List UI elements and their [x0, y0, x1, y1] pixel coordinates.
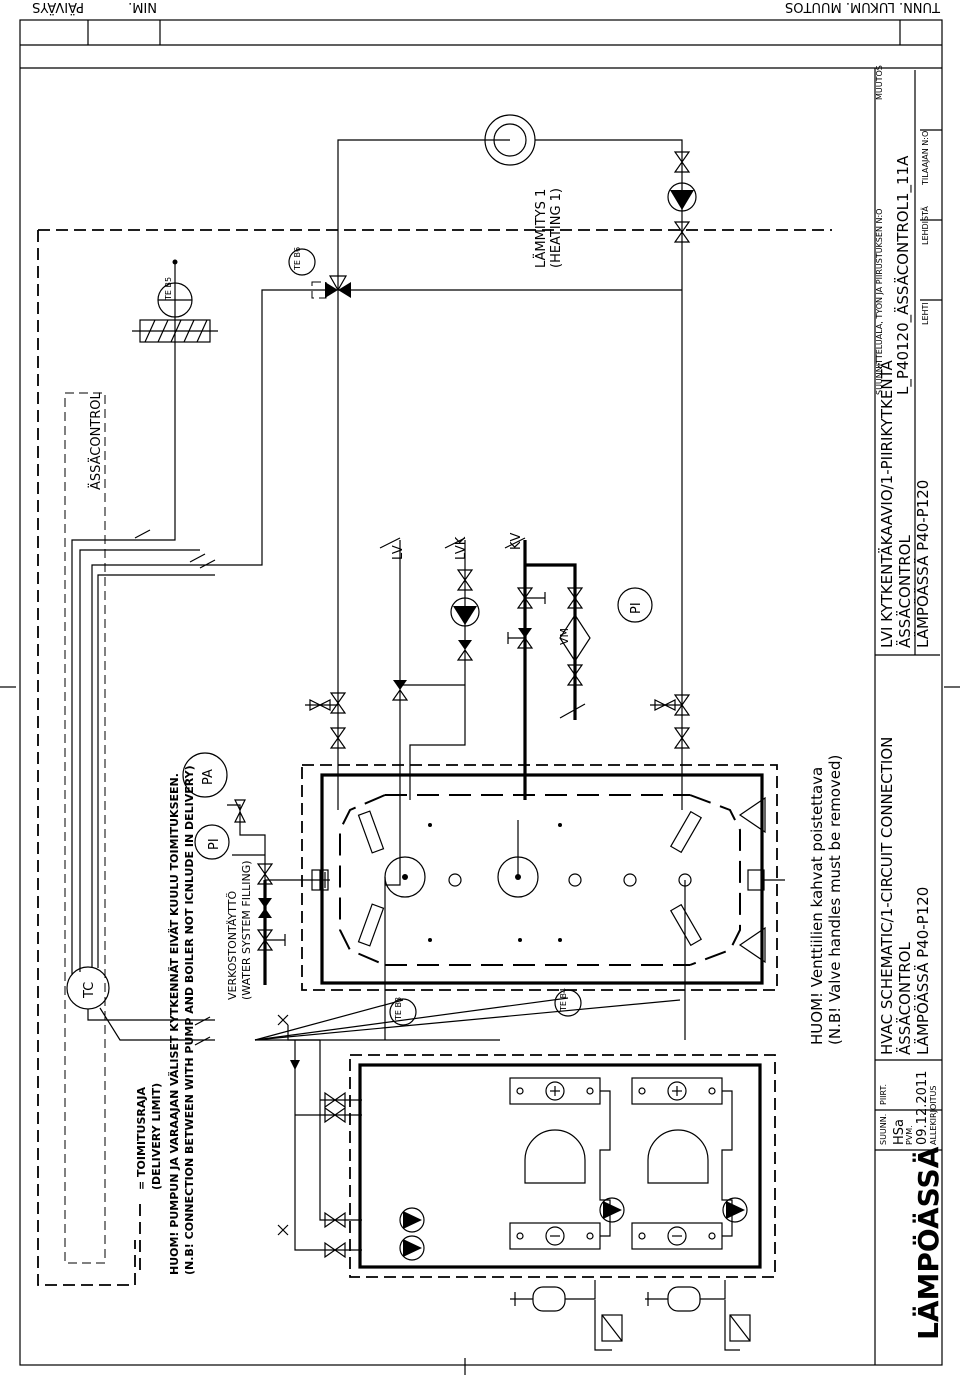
pi-top-label: PI — [207, 838, 222, 850]
header-tunn: TUNN. — [899, 0, 941, 14]
filling-line — [227, 799, 330, 985]
heat-emitter-circle — [484, 114, 536, 166]
tc-label: TC — [82, 982, 97, 999]
allekirjoitus-label: ALLEKIRJOITUS — [929, 1086, 938, 1145]
company-name: LÄMPÖÄSSÄ — [911, 1146, 945, 1340]
legend: = TOIMITUSRAJA (DELIVERY LIMIT) — [135, 1083, 163, 1270]
lehti-label: LEHTI — [921, 302, 930, 325]
lvk-label: LVK — [454, 536, 469, 560]
huom-valve-note-en: (N.B! Valve handles must be removed) — [826, 755, 844, 1045]
storage-tank — [301, 764, 785, 1040]
header-lukum-muutos: LUKUM. MUUTOS — [785, 0, 895, 14]
three-way-valve — [311, 275, 351, 299]
heating-valves — [305, 151, 691, 749]
title-en-line2: ÄSSÄCONTROL — [895, 942, 914, 1055]
pi-mid-label: PI — [629, 602, 644, 614]
domestic-water-lines — [379, 537, 591, 886]
title-fi-line2: ÄSSÄCONTROL — [895, 535, 914, 648]
drawing-number: L_P40120_ÄSSÄCONTROL1_11A — [893, 155, 913, 395]
sensor-te-b5: TE B5 — [132, 259, 218, 343]
verkosto-label-fi: VERKOSTONTÄYTTÖ — [226, 891, 239, 1000]
pressure-gauge-mid: PI — [617, 587, 653, 623]
assacontrol-label: ÄSSÄCONTROL — [88, 391, 104, 490]
sensor-te-b6: TE B6 — [288, 247, 316, 276]
muutos-label: MUUTOS — [875, 65, 884, 100]
pump-note-fi: HUOM! PUMPUN JA VARAAJAN VÄLISET KYTKENN… — [167, 773, 181, 1275]
heating-label-en: (HEATING 1) — [549, 188, 564, 268]
te-b4-label: TE B4 — [559, 988, 568, 1012]
huom-valve-note-fi: HUOM! Venttiilien kahvat poistettava — [808, 767, 826, 1045]
suunn-value: HSa — [892, 1119, 907, 1145]
sensor-te-b3: TE B3 — [389, 997, 417, 1026]
revision-header: TUNN. LUKUM. MUUTOS NIM. PÄIVÄYS — [32, 0, 941, 15]
delivery-limit-fi: = TOIMITUSRAJA — [135, 1087, 148, 1190]
title-block: LÄMPÖÄSSÄ SUUNN. HSa PIIRT. PVM. 09.12.2… — [874, 65, 945, 1365]
pa-label: PA — [201, 769, 216, 785]
lehtia-label: LEHDISTÄ — [920, 206, 930, 245]
heat-pump-piping — [277, 1014, 362, 1259]
lv-label: LV — [391, 545, 406, 560]
heating-label-fi: LÄMMITYS 1 — [533, 189, 549, 268]
pump-note-en: (N.B! CONNECTION BETWEEN WITH PUMP AND B… — [183, 765, 196, 1275]
te-b5-label: TE B5 — [164, 277, 173, 301]
delivery-limit-boundary — [37, 229, 832, 1286]
pvm-label: PVM. — [905, 1125, 914, 1145]
pvm-value: 09.12.2011 — [915, 1071, 930, 1145]
title-en-line1: HVAC SCHEMATIC/1-CIRCUIT CONNECTION — [878, 737, 896, 1055]
heating-circuit-piping — [337, 139, 683, 810]
kv-label: KV — [509, 532, 524, 550]
brine-circuit — [510, 1280, 751, 1351]
delivery-limit-en: (DELIVERY LIMIT) — [150, 1083, 163, 1190]
te-b3-label: TE B3 — [394, 997, 403, 1021]
title-fi-line3: LÄMPÖÄSSÄ P40-P120 — [913, 480, 932, 648]
title-en-line3: LÄMPÖÄSSÄ P40-P120 — [913, 887, 932, 1055]
verkosto-label-en: (WATER SYSTEM FILLING) — [240, 860, 253, 1000]
field-header: SUUNNITTELUALA, TYÖN JA PIIRUSTUKSEN N:O — [874, 209, 884, 395]
te-b6-label: TE B6 — [293, 247, 302, 271]
title-fi-line1: LVI KYTKENTÄKAAVIO/1-PIIRIKYTKENTÄ — [877, 359, 896, 648]
suunn-label: SUUNN. — [879, 1114, 888, 1145]
header-nim: NIM. — [128, 0, 157, 14]
header-paivays: PÄIVÄYS — [32, 0, 84, 15]
tc-controller: TC — [66, 966, 110, 1010]
expansion-vessel-pa: PA — [182, 752, 228, 798]
signal-wires — [71, 262, 681, 1046]
heat-pump-unit — [349, 1054, 776, 1278]
heating-pump — [667, 182, 697, 212]
assacontrol-box — [64, 392, 106, 1264]
pressure-gauge-top: PI — [194, 824, 230, 860]
vm-label: VM — [558, 628, 571, 645]
sheet-frame — [0, 19, 960, 1375]
sensor-te-b4: TE B4 — [554, 988, 582, 1017]
piirt-label: PIIRT. — [879, 1084, 888, 1105]
tilaajan-label: TILAAJAN N:O — [921, 131, 930, 186]
